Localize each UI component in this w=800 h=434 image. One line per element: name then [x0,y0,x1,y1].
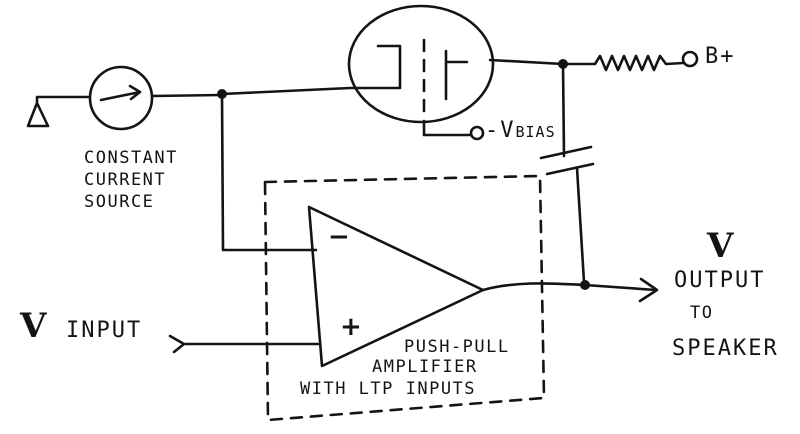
amplifier-label-line-3: WITH LTP INPUTS [300,379,477,399]
grid-lead [422,119,472,137]
current-source-line-1: CONSTANT [84,148,178,168]
tube-plate [444,49,469,101]
output-arrow [638,277,659,303]
wire-source-to-node [150,93,224,98]
wire-output [481,282,658,292]
wire-capacitor-top [561,62,566,158]
amplifier-box [263,174,546,422]
tube-envelope [347,4,495,124]
capacitor-plate-top [539,145,593,160]
output-label-line-2: TO [690,303,714,323]
bias-label-v: -V [485,118,516,143]
bias-terminal [469,125,485,141]
bias-label-sub: BIAS [515,123,556,141]
wire-node-to-tube [220,44,402,96]
output-v-label: V [707,226,734,266]
current-source-line-3: SOURCE [84,192,155,212]
supply-terminal [681,50,699,68]
input-v-label: V [20,306,47,346]
amplifier-label-line-2: AMPLIFIER [372,357,478,377]
input-label: INPUT [66,318,143,343]
resistor [561,54,685,72]
current-source-label: CONSTANT CURRENT SOURCE [84,147,178,213]
opamp-triangle [307,205,485,368]
amplifier-label-line-1: PUSH-PULL [404,337,510,357]
output-label-line-3: SPEAKER [672,336,779,361]
inverting-input-sign: − [328,222,352,252]
supply-label: B+ [705,44,736,69]
noninverting-input-sign: + [340,312,364,342]
bias-label: -VBIAS [485,118,556,143]
current-source-line-2: CURRENT [84,170,167,190]
wire-plate-to-node [488,58,565,66]
capacitor-plate-bottom [545,162,595,176]
wire-capacitor-bottom [575,166,586,284]
wire-feedback [220,92,318,252]
ground-symbol [26,95,90,128]
current-source-circle [88,65,154,131]
wire-input [168,334,320,354]
output-label-line-1: OUTPUT [674,268,766,293]
current-source-arrow [99,84,142,102]
